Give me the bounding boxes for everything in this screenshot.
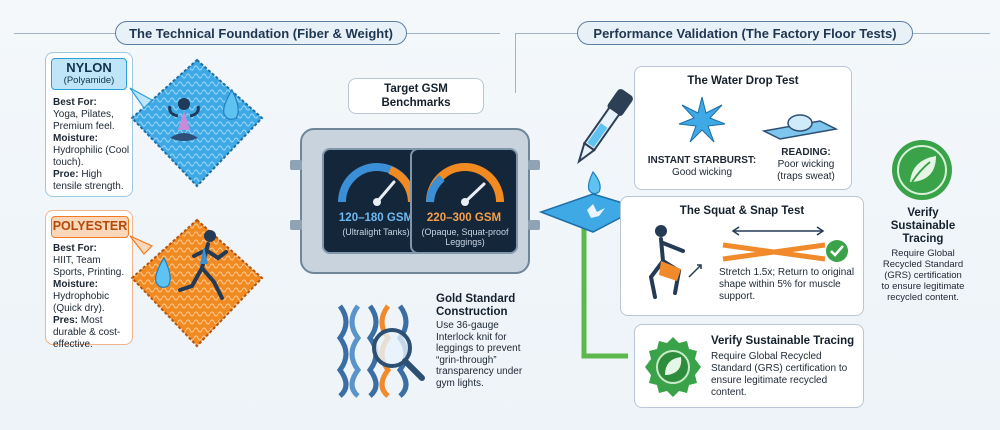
reading-text: Poor wicking (traps sweat): [777, 159, 835, 182]
right-header-connector: [515, 33, 516, 93]
recycle-leaf-icon: [892, 140, 952, 200]
gsm-device-connector-left-2: [290, 220, 302, 230]
verify-tracing-card-title: Verify Sustainable Tracing: [711, 335, 855, 347]
polyester-pro-value: Most durable & cost-effective.: [53, 315, 121, 350]
polyester-best-label: Best For:: [53, 243, 97, 254]
gsm-left-desc: (Ultralight Tanks): [342, 227, 410, 237]
water-drop-test-title: The Water Drop Test: [687, 75, 799, 87]
nylon-details: Best For: Yoga, Pilates, Premium feel. M…: [53, 97, 131, 193]
reading-block: READING: Poor wicking (traps sweat): [765, 147, 847, 183]
flow-connector: [581, 210, 628, 359]
grs-seal-icon: [645, 337, 701, 397]
reading-label: READING:: [781, 147, 831, 158]
nylon-card: NYLON (Polyamide) Best For: Yoga, Pilate…: [45, 52, 133, 197]
gsm-device-connector-right: [528, 160, 540, 170]
nylon-pro-label: Proe:: [53, 169, 79, 180]
gsm-right-value: 220–300 GSM: [426, 212, 502, 224]
gold-standard-title: Gold Standard Construction: [436, 293, 516, 318]
bead-on-fabric-icon: [761, 114, 839, 140]
polyester-details: Best For: HIIT, Team Sports, Printing. M…: [53, 243, 131, 351]
starburst-label: INSTANT STARBURST:: [647, 155, 757, 166]
gsm-title-box: Target GSM Benchmarks: [348, 78, 484, 114]
nylon-name: NYLON: [66, 60, 112, 75]
gsm-right-desc: (Opaque, Squat-proof Leggings): [421, 227, 509, 247]
gsm-title: Target GSM Benchmarks: [381, 83, 451, 109]
polyester-moisture-label: Moisture:: [53, 279, 98, 290]
polyester-moisture-text: Hydrophobic (Quick dry).: [53, 291, 110, 314]
polyester-pro-label: Pres:: [53, 315, 79, 326]
verify-tracing-side-text: Require Global Recycled Standard (GRS) c…: [881, 248, 965, 303]
nylon-best-label: Best For:: [53, 97, 97, 108]
interlock-knit-illustration: [336, 304, 425, 398]
polyester-fabric-illustration: [129, 218, 264, 348]
polyester-name: POLYESTER: [52, 219, 128, 233]
starburst-block: INSTANT STARBURST: Good wicking: [647, 155, 757, 179]
water-drop-test-card: The Water Drop Test INSTANT STARBURST: G…: [634, 66, 852, 190]
gsm-left-value: 120–180 GSM: [338, 212, 414, 224]
squat-snap-test-card: The Squat & Snap Test Stretch 1.5x; Retu…: [620, 196, 864, 316]
gsm-gauge-right: 220–300 GSM (Opaque, Squat-proof Legging…: [410, 148, 518, 254]
gold-standard-text: Use 36-gauge Interlock knit for leggings…: [436, 320, 523, 389]
nylon-sub: (Polyamide): [63, 75, 115, 86]
squat-snap-test-text: Stretch 1.5x; Return to original shape w…: [719, 267, 855, 302]
gauge-orange-icon: [426, 163, 504, 206]
gsm-device-connector-left: [290, 160, 302, 170]
polyester-pro-text: Pres: Most durable & cost-effective.: [53, 315, 131, 351]
verify-tracing-card: Verify Sustainable Tracing Require Globa…: [634, 324, 864, 408]
right-section-header: Performance Validation (The Factory Floo…: [577, 21, 913, 45]
polyester-tag: POLYESTER: [51, 216, 129, 238]
verify-tracing-side-title: Verify Sustainable Tracing: [890, 207, 956, 245]
starburst-text: Good wicking: [671, 167, 733, 178]
pipette-test-illustration: [538, 89, 641, 233]
gauge-blue-icon: [338, 163, 416, 206]
verify-tracing-card-text: Require Global Recycled Standard (GRS) c…: [711, 351, 848, 398]
polyester-card: POLYESTER Best For: HIIT, Team Sports, P…: [45, 210, 133, 350]
nylon-pro-text: Proe: High tensile strength.: [53, 169, 131, 193]
nylon-best-text: Yoga, Pilates, Premium feel.: [53, 109, 115, 132]
squat-snap-test-title: The Squat & Snap Test: [679, 205, 805, 217]
squat-figure-icon: [648, 225, 702, 299]
nylon-tag: NYLON (Polyamide): [51, 58, 127, 90]
nylon-moisture-label: Moisture:: [53, 133, 98, 144]
polyester-best-text: HIIT, Team Sports, Printing.: [53, 255, 125, 278]
gsm-device-connector-right-2: [528, 220, 540, 230]
starburst-icon: [678, 96, 726, 143]
nylon-moisture-text: Hydrophilic (Cool touch).: [53, 145, 130, 168]
stretch-band-icon: [722, 226, 848, 262]
left-section-header: The Technical Foundation (Fiber & Weight…: [115, 21, 407, 45]
nylon-fabric-illustration: [129, 58, 264, 188]
nylon-pro-value: High tensile strength.: [53, 169, 124, 192]
